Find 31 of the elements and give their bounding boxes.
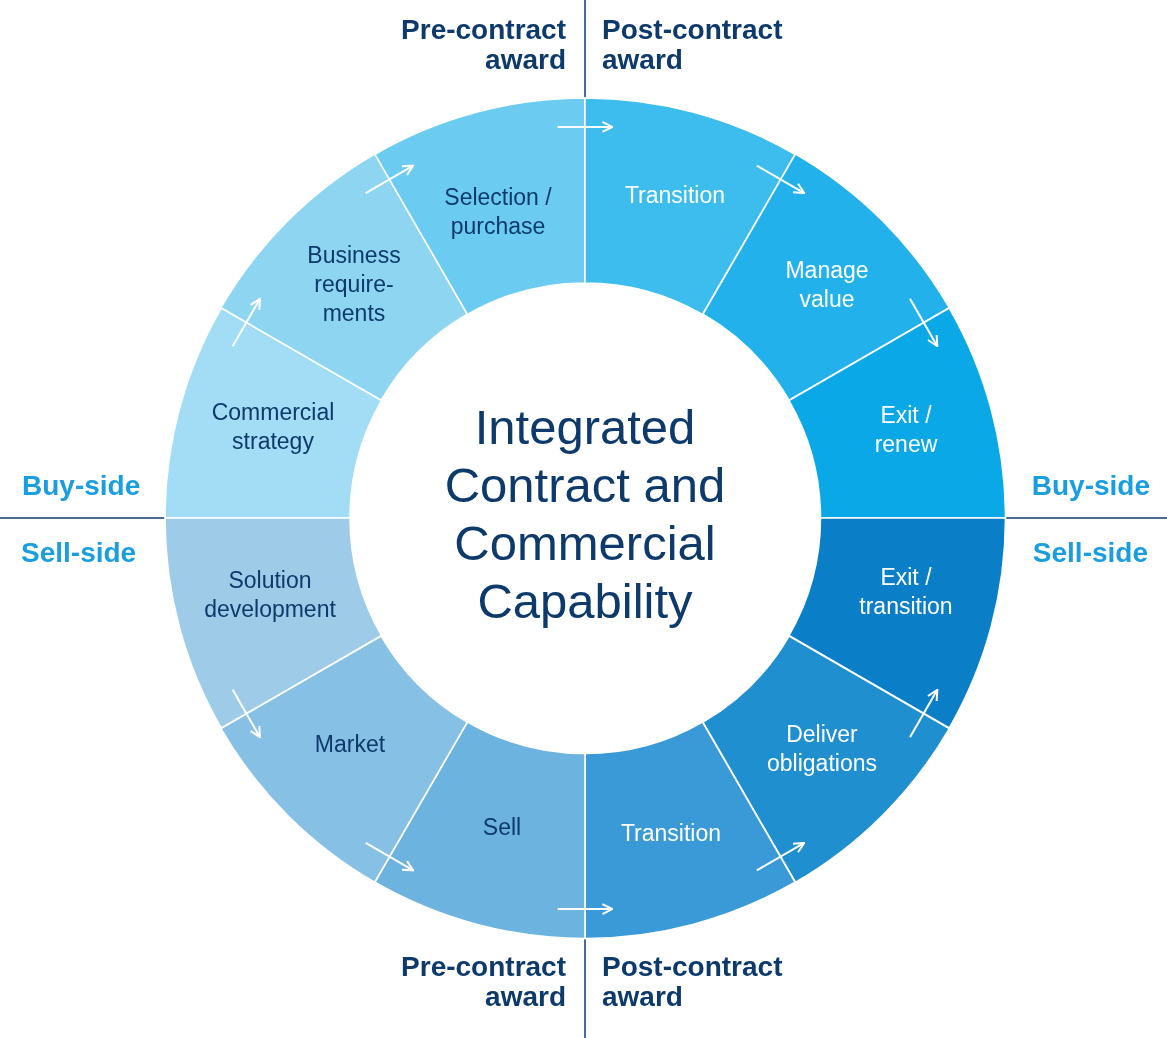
arrow [556, 903, 614, 916]
segment-label: Exit / transition [858, 563, 954, 621]
arrow [231, 297, 261, 348]
segment-label: Selection / purchase [443, 183, 553, 241]
segment-label: Deliver obligations [766, 720, 878, 778]
segment-label: Solution development [203, 566, 337, 624]
arrow [755, 842, 806, 872]
arrow [364, 164, 415, 194]
arrow [231, 688, 261, 739]
segment-label: Transition [619, 818, 723, 848]
arrow [909, 688, 939, 739]
phase-heading: Pre-contract award [400, 952, 566, 1012]
phase-heading: Pre-contract award [400, 15, 566, 75]
segment-label: Manage value [784, 256, 870, 314]
segment-label: Market [313, 729, 387, 759]
arrow [556, 120, 614, 133]
phase-heading: Post-contract award [602, 15, 784, 75]
phase-heading: Post-contract award [602, 952, 784, 1012]
arrow [364, 842, 415, 872]
segment-label: Commercial strategy [210, 398, 336, 456]
side-label: Buy-side [1031, 471, 1150, 501]
side-label: Sell-side [21, 538, 137, 568]
center-title: Integrated Contract and Commercial Capability [443, 399, 727, 630]
arrow [909, 297, 939, 348]
arrow [755, 164, 806, 194]
side-label: Buy-side [22, 471, 141, 501]
segment-label: Transition [623, 180, 727, 210]
segment-label: Sell [481, 812, 523, 842]
segment-label: Exit / renew [873, 401, 939, 459]
segment-label: Business require-ments [306, 240, 402, 328]
side-label: Sell-side [1032, 538, 1148, 568]
